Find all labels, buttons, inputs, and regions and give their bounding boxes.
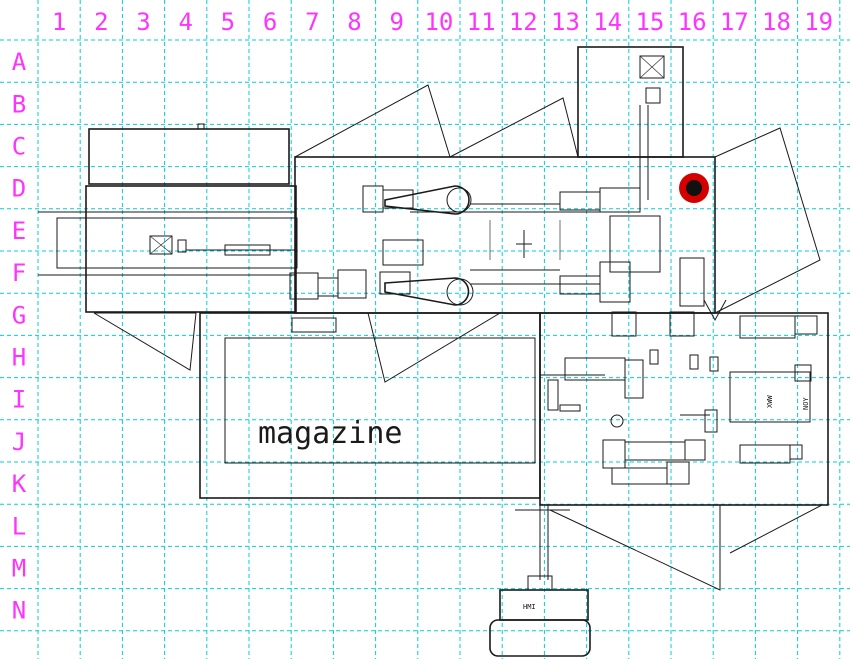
- grid-row-label: I: [12, 386, 26, 414]
- magazine-guard: [367, 312, 502, 383]
- magazine-tray: [224, 337, 536, 464]
- fan-unit-top: [639, 55, 665, 79]
- grid-row-label: H: [12, 344, 26, 372]
- grid-row-label: J: [12, 428, 26, 456]
- upper-belt-drive: [384, 185, 470, 215]
- grid-column-label: 10: [424, 8, 453, 36]
- hmi-label: HMI: [523, 603, 536, 611]
- grid-row-label: A: [12, 48, 27, 76]
- grid-row-label: E: [12, 217, 26, 245]
- cabinet-knob: [197, 123, 205, 130]
- guard-upper-left: [294, 84, 451, 158]
- grid-row-label: M: [12, 555, 26, 583]
- left-conveyor-belt: [56, 217, 298, 269]
- left-conveyor-frame: [85, 185, 297, 313]
- grid-column-label: 2: [94, 8, 108, 36]
- hmi-base: [489, 619, 591, 657]
- top-left-cabinet: [88, 128, 290, 185]
- grid-column-label: 12: [509, 8, 538, 36]
- machine-layout: magazine XWW NOY: [38, 46, 829, 657]
- grid-column-label: 4: [178, 8, 192, 36]
- right-lower-frame: [539, 312, 829, 506]
- main-frame: [294, 156, 716, 314]
- grid-row-label: D: [12, 175, 26, 203]
- grid-row-label: G: [12, 301, 26, 329]
- grid-column-label: 5: [221, 8, 235, 36]
- grid-row-label: C: [12, 133, 26, 161]
- grid-row-label: L: [12, 512, 26, 540]
- grid-row-label: K: [12, 470, 27, 498]
- grid-row-label: B: [12, 90, 26, 118]
- lower-belt-drive: [384, 277, 470, 306]
- grid-column-label: 17: [720, 8, 749, 36]
- fan-unit-left: [149, 235, 173, 255]
- grid-column-label: 15: [635, 8, 664, 36]
- magazine-frame: [199, 312, 541, 499]
- grid-column-label: 8: [347, 8, 361, 36]
- bottom-guard-left: [549, 505, 721, 591]
- grid-column-label: 14: [593, 8, 622, 36]
- grid-column-label: 9: [389, 8, 403, 36]
- top-right-control-box: [577, 46, 684, 158]
- side-text-2: NOY: [802, 397, 810, 410]
- grid-row-label: F: [12, 259, 26, 287]
- grid-column-label: 11: [467, 8, 496, 36]
- grid-column-label: 7: [305, 8, 319, 36]
- grid-column-label: 13: [551, 8, 580, 36]
- magazine-label: magazine: [258, 416, 403, 451]
- right-hinged-guard: [714, 127, 821, 314]
- emergency-stop-center: [686, 180, 702, 196]
- grid-column-label: 16: [678, 8, 707, 36]
- guard-upper-middle: [449, 97, 579, 158]
- grid-column-label: 19: [804, 8, 833, 36]
- grid-column-label: 18: [762, 8, 791, 36]
- grid-column-label: 3: [136, 8, 150, 36]
- bottom-guard-right: [720, 504, 823, 554]
- grid-column-label: 6: [263, 8, 277, 36]
- left-hinged-guard: [93, 312, 197, 371]
- grid-row-label: N: [12, 597, 26, 625]
- grid-column-label: 1: [52, 8, 66, 36]
- side-text-1: XWW: [766, 395, 774, 408]
